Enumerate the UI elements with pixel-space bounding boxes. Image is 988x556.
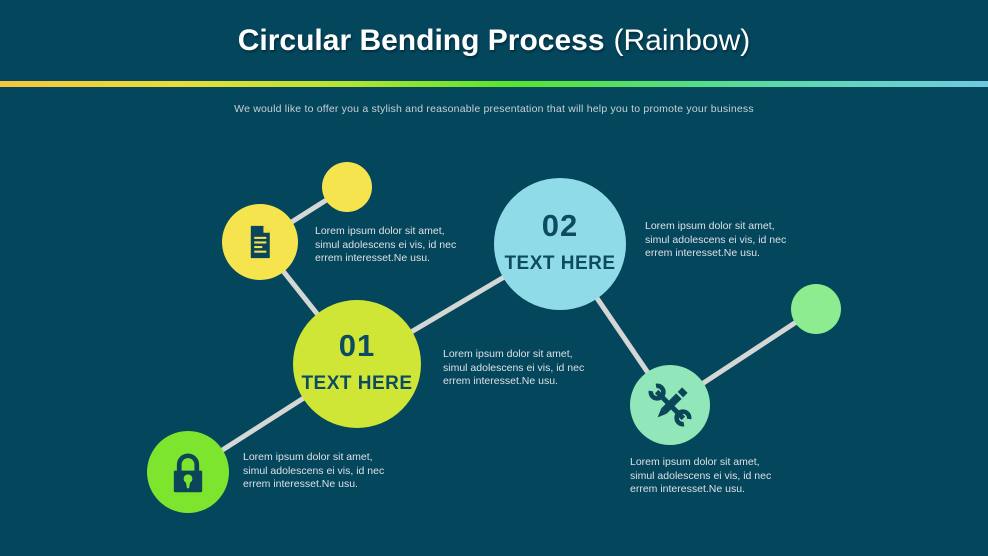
page-title: Circular Bending Process(Rainbow) [0,22,988,60]
note-line: errem interesset.Ne usu. [645,247,760,259]
document-icon [250,225,270,259]
note-line: simul adolescens ei vis, id nec [443,361,585,374]
step-number: 02 [541,207,579,243]
note-step-01: Lorem ipsum dolor sit amet, simul adoles… [443,348,628,389]
note-line: Lorem ipsum dolor sit amet, [443,348,573,360]
note-line: Lorem ipsum dolor sit amet, [243,451,373,463]
note-line: Lorem ipsum dolor sit amet, [630,456,760,468]
note-line: simul adolescens ei vis, id nec [243,464,385,477]
rainbow-accent-line [0,81,988,87]
note-line: simul adolescens ei vis, id nec [630,469,772,482]
satellite-circle-green [791,284,841,334]
tools-icon [648,383,692,427]
note-line: errem interesset.Ne usu. [315,252,430,264]
step-circle-01: 01 TEXT HERE [293,300,421,428]
note-line: errem interesset.Ne usu. [243,478,358,490]
note-line: simul adolescens ei vis, id nec [645,233,787,246]
page-title-suffix: (Rainbow) [613,24,751,57]
lock-node [147,431,229,513]
step-label: TEXT HERE [504,252,616,274]
satellite-circle-yellow [322,162,372,212]
step-number: 01 [338,327,376,363]
note-line: simul adolescens ei vis, id nec [315,238,457,251]
document-node [222,204,298,280]
lock-icon [173,453,203,493]
subtitle-text: We would like to offer you a stylish and… [234,103,754,115]
note-line: Lorem ipsum dolor sit amet, [645,220,775,232]
page-title-main: Circular Bending Process [237,24,605,57]
tools-node [630,365,710,445]
step-circle-02: 02 TEXT HERE [494,178,626,310]
note-line: errem interesset.Ne usu. [630,483,745,495]
note-line: errem interesset.Ne usu. [443,375,558,387]
note-step-02: Lorem ipsum dolor sit amet, simul adoles… [645,220,830,261]
note-tools: Lorem ipsum dolor sit amet, simul adoles… [630,456,815,497]
note-document: Lorem ipsum dolor sit amet, simul adoles… [315,225,500,266]
note-lock: Lorem ipsum dolor sit amet, simul adoles… [243,451,428,492]
step-label: TEXT HERE [301,372,413,394]
note-line: Lorem ipsum dolor sit amet, [315,225,445,237]
